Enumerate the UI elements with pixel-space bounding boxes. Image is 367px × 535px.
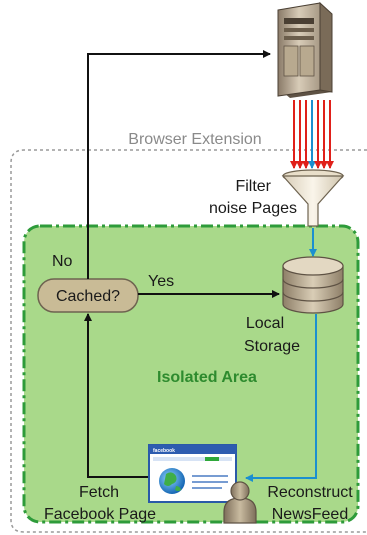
isolated-area-label: Isolated Area bbox=[157, 369, 257, 386]
reconstruct-label-line1: Reconstruct bbox=[267, 484, 353, 501]
browser-extension-region bbox=[10, 149, 367, 533]
fetch-to-cached-arrow bbox=[84, 313, 150, 478]
database-icon bbox=[282, 256, 344, 314]
yes-label: Yes bbox=[148, 273, 174, 290]
browser-window-icon: facebook bbox=[148, 444, 237, 503]
decision-label: Cached? bbox=[56, 288, 120, 305]
filter-label-line2: noise Pages bbox=[209, 200, 297, 217]
fetch-label-line1: Fetch bbox=[79, 484, 119, 501]
storage-label-line2: Storage bbox=[244, 338, 300, 355]
server-to-funnel-flows bbox=[290, 100, 334, 169]
no-label: No bbox=[52, 253, 73, 270]
no-to-server-arrow bbox=[87, 50, 271, 279]
storage-to-newsfeed-arrow bbox=[245, 314, 317, 482]
server-tower-icon bbox=[277, 1, 333, 98]
filter-label-line1: Filter bbox=[235, 178, 271, 195]
fetch-label-line2: Facebook Page bbox=[44, 506, 156, 523]
user-icon bbox=[223, 481, 257, 524]
funnel-icon bbox=[281, 169, 345, 227]
browser-brand: facebook bbox=[153, 448, 175, 454]
reconstruct-label-line2: NewsFeed bbox=[272, 506, 348, 523]
storage-label-line1: Local bbox=[246, 315, 284, 332]
browser-extension-label: Browser Extension bbox=[128, 131, 261, 148]
